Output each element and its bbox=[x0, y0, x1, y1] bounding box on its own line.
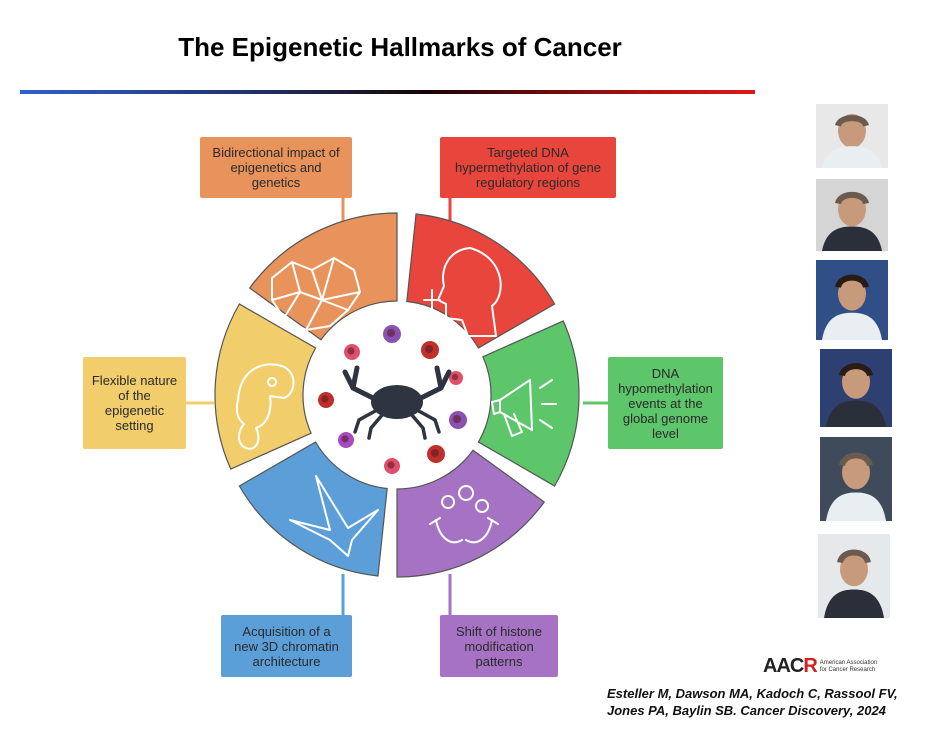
cancer-cell-8 bbox=[384, 458, 400, 474]
silence-icon bbox=[423, 247, 502, 337]
chameleon-icon bbox=[235, 363, 295, 450]
title-divider bbox=[20, 90, 755, 94]
cancer-cell-1 bbox=[344, 344, 360, 360]
cancer-cell-9 bbox=[427, 445, 445, 463]
author-photo-1 bbox=[816, 104, 888, 168]
hallmark-box-hypomethylation: DNA hypomethylation events at the global… bbox=[608, 357, 723, 449]
wheel-segment-5 bbox=[214, 303, 317, 470]
cancer-cell-2 bbox=[383, 325, 401, 343]
author-photo-5 bbox=[820, 437, 892, 521]
hallmark-box-flexible-setting: Flexible nature of the epigenetic settin… bbox=[83, 357, 186, 449]
author-photo-2 bbox=[816, 179, 888, 251]
citation: Esteller M, Dawson MA, Kadoch C, Rassool… bbox=[607, 686, 898, 718]
aacr-logo: AACR American Association for Cancer Res… bbox=[763, 655, 877, 678]
hallmark-box-3d-chromatin: Acquisition of a new 3D chromatin archit… bbox=[221, 615, 352, 677]
aacr-logo-subtitle: American Association for Cancer Research bbox=[819, 659, 878, 673]
author-photo-3 bbox=[816, 260, 888, 340]
juggling-hands-icon bbox=[429, 485, 499, 544]
aacr-logo-mark: AACR bbox=[763, 655, 818, 677]
hallmark-box-bidirectional-impact: Bidirectional impact of epigenetics and … bbox=[200, 137, 352, 198]
origami-crane-icon bbox=[289, 475, 379, 557]
cancer-cell-3 bbox=[421, 341, 439, 359]
author-photo-6 bbox=[818, 534, 890, 618]
cancer-cells bbox=[318, 325, 467, 474]
hallmark-box-hypermethylation: Targeted DNA hypermethylation of gene re… bbox=[440, 137, 616, 198]
wheel-segments bbox=[214, 212, 580, 578]
author-photo-4 bbox=[820, 349, 892, 427]
cancer-cell-7 bbox=[338, 432, 354, 448]
wheel-segment-1 bbox=[406, 213, 556, 349]
wheel-segment-4 bbox=[238, 441, 388, 577]
megaphone-icon bbox=[491, 379, 557, 437]
network-icon bbox=[271, 257, 361, 331]
cancer-cell-5 bbox=[449, 371, 463, 385]
cancer-cell-4 bbox=[318, 392, 334, 408]
segment-icons bbox=[235, 247, 557, 557]
slide-title: The Epigenetic Hallmarks of Cancer bbox=[178, 32, 622, 62]
wheel-segment-3 bbox=[396, 449, 546, 578]
wheel-segment-6 bbox=[248, 212, 398, 341]
wheel-segment-2 bbox=[477, 320, 580, 487]
connectors bbox=[186, 198, 608, 615]
cancer-cell-6 bbox=[449, 411, 467, 429]
hallmark-box-histone-modification: Shift of histone modification patterns bbox=[440, 615, 558, 677]
crab-icon bbox=[342, 365, 452, 440]
